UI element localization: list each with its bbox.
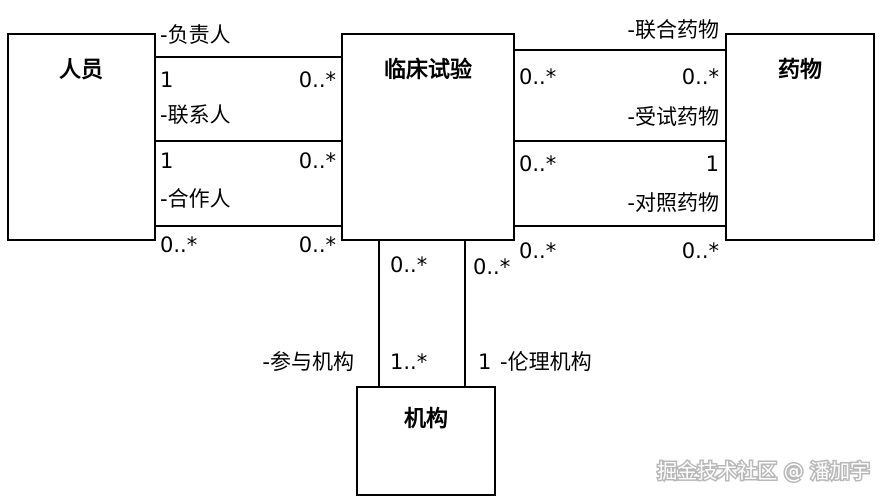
role-label-participating-org: -参与机构: [262, 350, 354, 374]
class-box-org: [356, 386, 496, 496]
class-title-trial: 临床试验: [384, 57, 472, 83]
multiplicity-combined-drug-left: 0..*: [519, 65, 556, 89]
role-label-contact: -联系人: [160, 103, 231, 127]
multiplicity-responsible-left: 1: [160, 68, 173, 92]
multiplicity-ethics-org-top: 0..*: [473, 255, 510, 279]
multiplicity-contact-right: 0..*: [299, 149, 336, 173]
class-title-drug: 药物: [778, 57, 822, 83]
multiplicity-ethics-org-bottom: 1: [478, 350, 491, 374]
multiplicity-control-drug-right: 0..*: [682, 239, 719, 263]
class-box-drug: [725, 33, 875, 241]
multiplicity-test-drug-left: 0..*: [519, 152, 556, 176]
role-label-ethics-org: -伦理机构: [500, 350, 592, 374]
class-title-person: 人员: [59, 58, 103, 83]
multiplicity-test-drug-right: 1: [706, 152, 719, 176]
multiplicity-contact-left: 1: [160, 149, 173, 173]
class-box-trial: [341, 33, 515, 241]
multiplicity-responsible-right: 0..*: [299, 68, 336, 92]
multiplicity-participating-org-bottom: 1..*: [390, 350, 427, 374]
multiplicity-cooperator-right: 0..*: [299, 233, 336, 257]
class-title-org: 机构: [404, 406, 448, 432]
role-label-combined-drug: -联合药物: [627, 18, 719, 42]
role-label-cooperator: -合作人: [160, 187, 231, 211]
multiplicity-cooperator-left: 0..*: [160, 233, 197, 257]
class-box-person: [7, 33, 156, 241]
role-label-test-drug: -受试药物: [627, 105, 719, 129]
multiplicity-combined-drug-right: 0..*: [682, 65, 719, 89]
multiplicity-control-drug-left: 0..*: [519, 239, 556, 263]
role-label-control-drug: -对照药物: [627, 191, 719, 215]
watermark-text: 掘金技术社区 @ 潘加宇: [657, 459, 870, 483]
multiplicity-participating-org-top: 0..*: [390, 253, 427, 277]
role-label-responsible: -负责人: [160, 23, 231, 47]
